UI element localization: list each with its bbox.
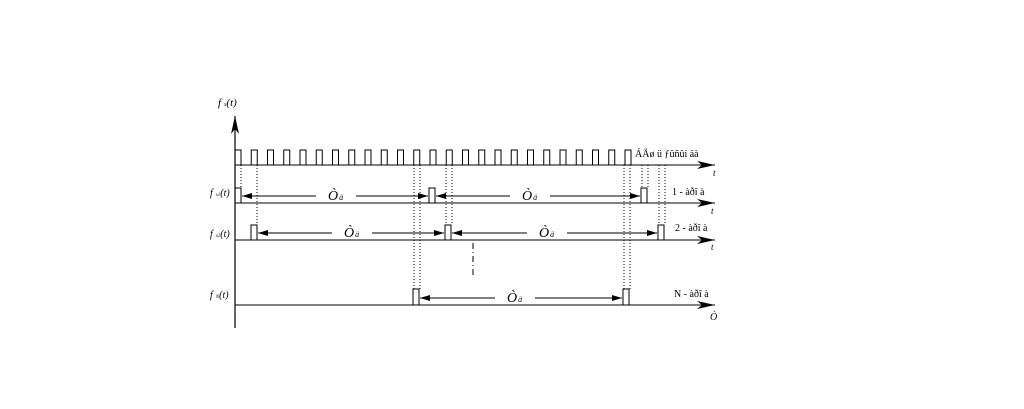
clock-pulse — [299, 149, 307, 165]
clock-pulse — [445, 149, 453, 165]
row2-axis-end: t — [711, 242, 714, 252]
period-label: Òä — [507, 289, 522, 306]
clock-axis-end: t — [713, 168, 716, 178]
clock-pulse — [234, 149, 242, 165]
rowN-pulse — [412, 288, 420, 305]
row1-pulse — [640, 187, 648, 203]
period-label: Òä — [522, 187, 537, 204]
clock-pulse — [494, 149, 502, 165]
row2-pulse — [250, 224, 258, 240]
clock-pulse — [315, 149, 323, 165]
clock-pulse — [364, 149, 372, 165]
row2-pulse — [657, 224, 665, 240]
clock-pulse — [608, 149, 616, 165]
clock-pulse — [510, 149, 518, 165]
clock-pulse — [462, 149, 469, 165]
rowN-axis-end: Ò — [710, 311, 717, 323]
clock-pulse — [397, 149, 404, 165]
clock-pulse — [543, 149, 551, 165]
clock-pulse — [429, 149, 437, 165]
clock-pulse — [380, 149, 388, 165]
row1-axis-end: t — [711, 206, 714, 216]
row2-pulse — [444, 224, 452, 240]
dotted-guides — [240, 165, 666, 289]
period-label: Òä — [344, 224, 359, 241]
clock-pulse — [559, 149, 567, 165]
clock-pulse — [575, 149, 583, 165]
row1-right-label: 1 - àðî à — [672, 187, 705, 198]
row1-pulse — [234, 187, 242, 203]
clock-pulse — [283, 149, 291, 165]
clock-pulse — [478, 149, 486, 165]
clock-label: ÁÄø ü ƒûñûí äà — [635, 148, 699, 160]
period-label: Òä — [328, 187, 343, 204]
clock-pulse — [332, 149, 339, 165]
clock-pulse — [267, 149, 274, 165]
clock-pulse — [250, 149, 258, 165]
clock-pulse — [624, 149, 632, 165]
row-pulses — [234, 187, 665, 305]
row1-pulse — [428, 187, 436, 203]
clock-pulse — [527, 149, 534, 165]
rowN-right-label: N - àðî à — [674, 289, 709, 300]
period-label: Òä — [539, 224, 554, 241]
clock-pulses — [234, 149, 632, 165]
clock-pulse — [413, 149, 421, 165]
row2-right-label: 2 - àðî à — [675, 223, 708, 234]
clock-pulse — [348, 149, 356, 165]
clock-pulse — [592, 149, 599, 165]
period-arrows — [242, 193, 657, 301]
rowN-pulse — [622, 288, 630, 305]
